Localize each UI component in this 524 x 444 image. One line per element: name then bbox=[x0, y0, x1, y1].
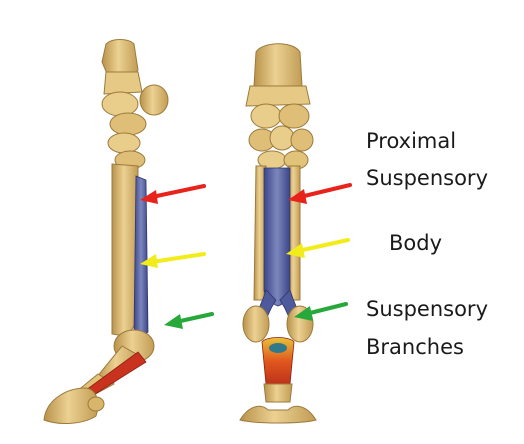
label-suspensory-branches-line1: Suspensory bbox=[366, 296, 488, 323]
label-suspensory: Suspensory bbox=[366, 165, 488, 192]
arrow-red-left bbox=[140, 186, 204, 204]
arrow-yellow-left bbox=[140, 254, 204, 268]
label-proximal: Proximal bbox=[366, 128, 456, 155]
right-leg-illustration bbox=[240, 44, 316, 423]
label-body: Body bbox=[389, 230, 442, 257]
left-leg-illustration bbox=[44, 40, 168, 424]
arrow-green-left bbox=[164, 314, 212, 329]
label-suspensory-branches-line2: Branches bbox=[366, 334, 464, 361]
